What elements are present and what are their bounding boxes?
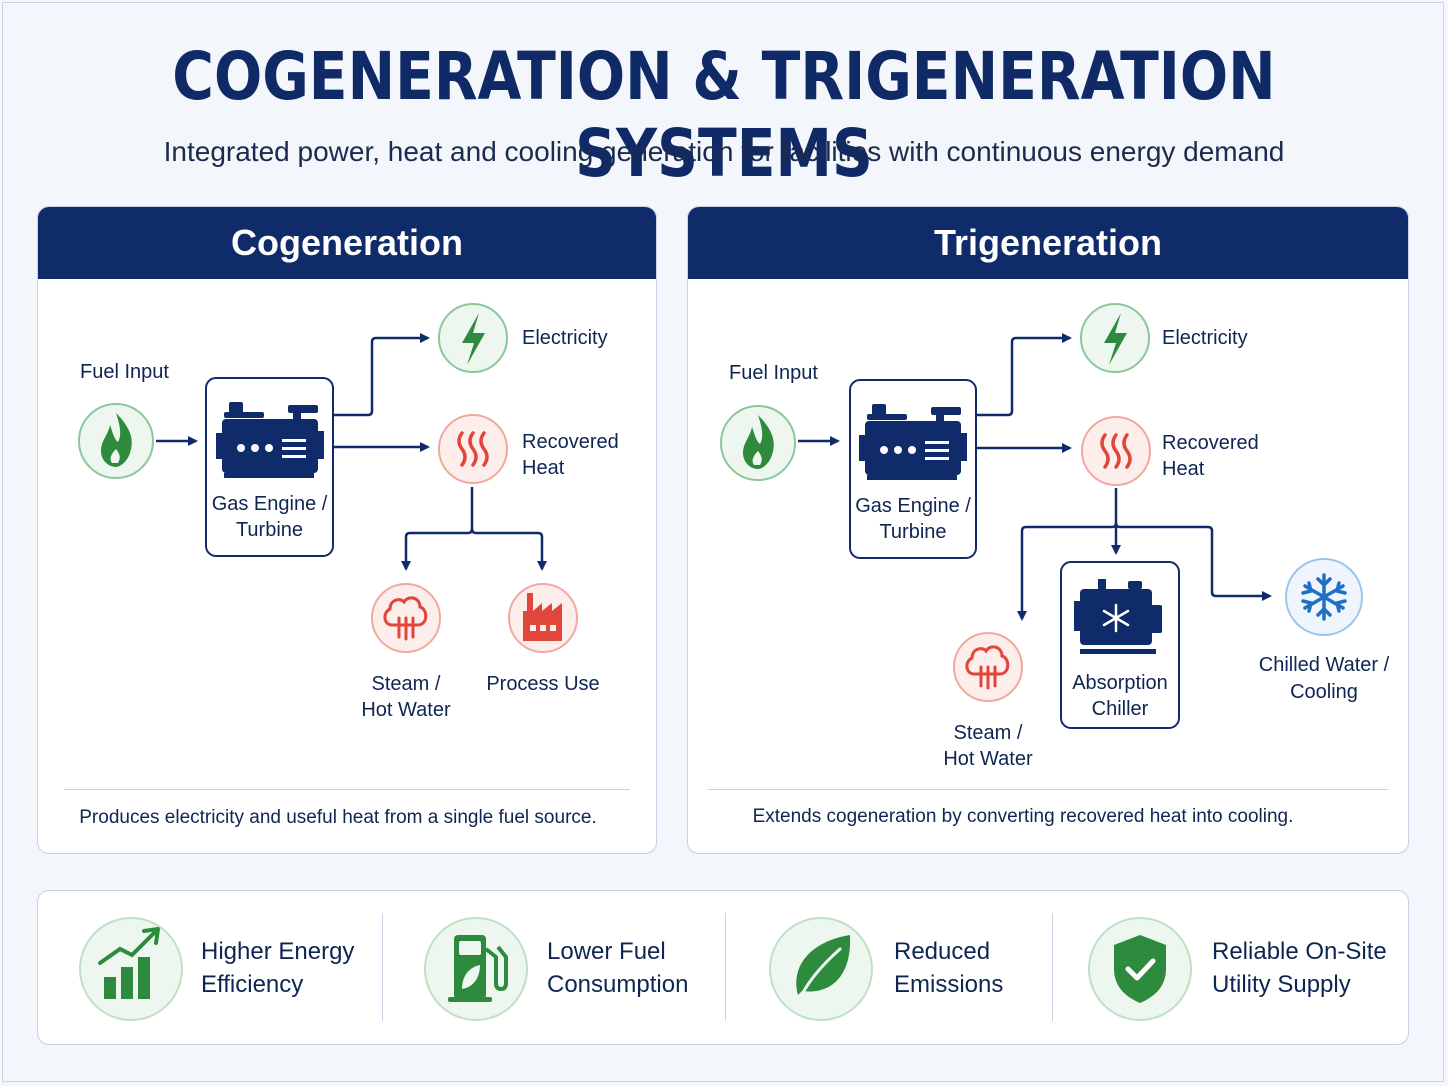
benefits-strip: Higher Energy Efficiency Lower Fuel Cons…	[37, 890, 1409, 1045]
cogeneration-panel: Cogeneration	[37, 206, 657, 854]
absorption-chiller-box	[1060, 561, 1180, 729]
engine-label-line2: Turbine	[235, 519, 304, 541]
benefit-icons	[79, 917, 1192, 1021]
recovered-heat-line2: Heat	[1162, 458, 1205, 480]
engine-label-line1: Gas Engine /	[855, 495, 971, 517]
gas-engine-box	[849, 379, 977, 559]
shield-check-icon	[1088, 917, 1192, 1021]
trigeneration-connectors	[798, 333, 1272, 621]
snowflake-icon	[1285, 558, 1363, 636]
fuel-flame-icon	[720, 405, 796, 481]
benefit-emissions: Reduced Emissions	[894, 935, 1003, 1001]
fuel-flame-icon	[78, 403, 154, 479]
chiller-label-line2: Chiller	[1091, 698, 1149, 720]
benefit-separator	[725, 913, 726, 1021]
page-title: COGENERATION & TRIGENERATION SYSTEMS	[172, 38, 1276, 192]
trigeneration-divider	[708, 789, 1388, 790]
leaf-icon	[769, 917, 873, 1021]
trigeneration-diagram	[720, 303, 1363, 729]
benefit-reliability: Reliable On-Site Utility Supply	[1212, 935, 1387, 1001]
steam-cloud-icon	[371, 583, 441, 653]
engine-icon	[859, 404, 967, 480]
benefit-fuel-line2: Consumption	[547, 971, 689, 998]
efficiency-chart-icon	[79, 917, 183, 1021]
benefit-emissions-line2: Emissions	[894, 971, 1004, 998]
page-subtitle: Integrated power, heat and cooling gener…	[163, 136, 1285, 167]
electricity-label: Electricity	[1162, 327, 1248, 349]
benefit-separator	[382, 913, 383, 1021]
engine-label-line1: Gas Engine /	[211, 493, 328, 515]
electricity-bolt-icon	[438, 303, 508, 373]
process-use-label: Process Use	[486, 673, 600, 695]
factory-icon	[508, 583, 578, 653]
recovered-heat-line1: Recovered	[522, 431, 619, 453]
benefit-efficiency-line2: Efficiency	[201, 971, 304, 998]
heat-waves-icon	[1081, 416, 1151, 486]
benefit-reliability-line2: Utility Supply	[1212, 971, 1351, 998]
steam-label-line1: Steam /	[953, 722, 1023, 744]
cogeneration-connectors	[156, 333, 547, 571]
benefit-separator	[1052, 913, 1053, 1021]
cogeneration-caption: Produces electricity and useful heat fro…	[79, 807, 597, 828]
steam-label-line2: Hot Water	[943, 748, 1033, 770]
gas-engine-box	[205, 377, 334, 557]
engine-label-line2: Turbine	[879, 521, 947, 543]
steam-cloud-icon	[953, 632, 1023, 702]
steam-label-line1: Steam /	[371, 673, 441, 695]
chilled-water-line2: Cooling	[1290, 681, 1358, 703]
trigeneration-caption: Extends cogeneration by converting recov…	[752, 806, 1294, 827]
cogeneration-header: Cogeneration	[38, 207, 656, 279]
chiller-label-line1: Absorption	[1072, 672, 1168, 694]
benefit-efficiency-line1: Higher Energy	[201, 938, 355, 965]
benefit-fuel: Lower Fuel Consumption	[547, 935, 688, 1001]
electricity-label: Electricity	[522, 327, 608, 349]
recovered-heat-line2: Heat	[522, 457, 565, 479]
trigeneration-header: Trigeneration	[688, 207, 1408, 279]
benefit-fuel-line1: Lower Fuel	[547, 938, 666, 965]
trigeneration-panel: Trigeneration	[687, 206, 1409, 854]
fuel-pump-icon	[424, 917, 528, 1021]
fuel-input-label: Fuel Input	[80, 361, 169, 383]
fuel-input-label: Fuel Input	[729, 362, 818, 384]
electricity-bolt-icon	[1080, 303, 1150, 373]
heat-waves-icon	[438, 414, 508, 484]
benefit-emissions-line1: Reduced	[894, 938, 991, 965]
chiller-icon	[1074, 579, 1162, 654]
steam-label-line2: Hot Water	[361, 699, 451, 721]
recovered-heat-line1: Recovered	[1162, 432, 1259, 454]
engine-icon	[216, 402, 324, 478]
chilled-water-line1: Chilled Water /	[1258, 654, 1390, 676]
benefit-reliability-line1: Reliable On-Site	[1212, 938, 1387, 965]
cogeneration-diagram	[78, 303, 578, 653]
cogeneration-divider	[64, 789, 630, 790]
benefit-efficiency: Higher Energy Efficiency	[201, 935, 354, 1001]
